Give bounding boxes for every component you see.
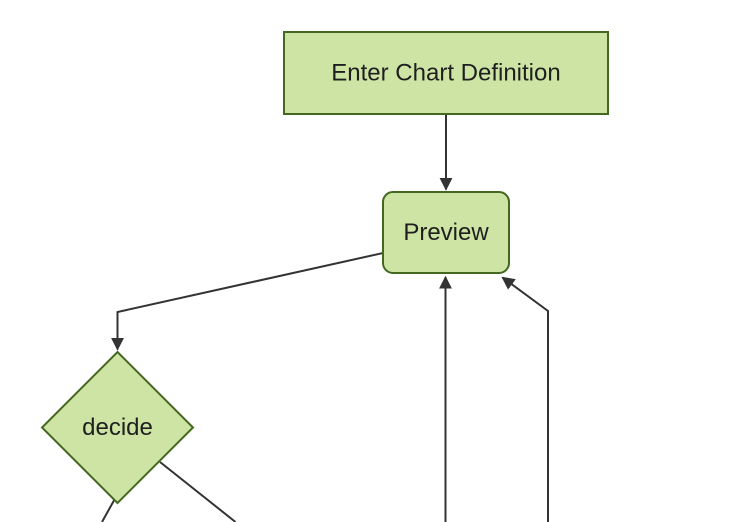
decide-shape [40,350,195,505]
node-decide: decide [40,350,195,505]
preview-shape [382,191,510,274]
enter-chart-definition-shape [283,31,609,115]
enter-chart-definition-label: Enter Chart Definition [331,60,560,87]
preview-label: Preview [403,219,489,246]
edge-decide-to-offscreen-right [159,461,237,522]
edge-decide-to-offscreen-left [101,499,116,522]
edge-preview-to-decide [111,252,384,351]
node-preview: Preview [382,191,510,274]
edge-offscreen-to-preview-diagonal [501,276,549,522]
edge-layer [101,114,549,522]
node-enter-chart-definition: Enter Chart Definition [283,31,609,115]
decide-label: decide [82,414,153,441]
